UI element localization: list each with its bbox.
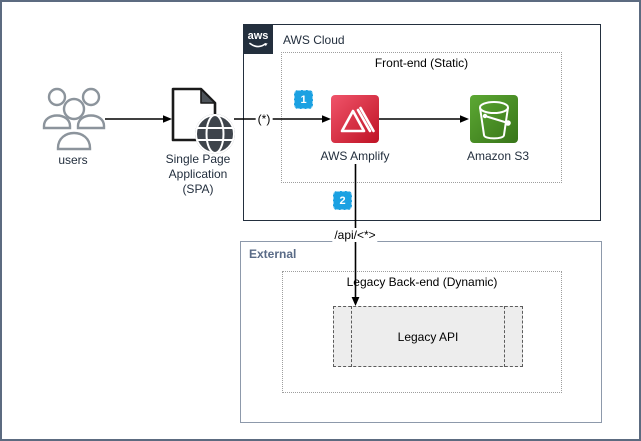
legacy-backend-title: Legacy Back-end (Dynamic) <box>346 275 498 289</box>
process-bar-right <box>504 306 505 367</box>
edge-label-api-route: /api/<*> <box>332 228 378 242</box>
users-node <box>40 86 108 157</box>
spa-node <box>170 86 238 163</box>
legacy-backend-group: Legacy Back-end (Dynamic) <box>282 271 562 393</box>
step-2-badge: 2 <box>333 191 352 210</box>
aws-cloud-group: aws AWS Cloud <box>243 24 601 221</box>
spa-label: Single Page Application (SPA) <box>166 152 231 197</box>
front-end-group: Front-end (Static) <box>281 52 562 183</box>
users-icon <box>42 87 106 151</box>
users-label: users <box>58 153 88 167</box>
front-end-title: Front-end (Static) <box>374 56 469 70</box>
svg-text:aws: aws <box>248 30 269 42</box>
external-title: External <box>249 247 297 261</box>
aws-amplify-icon <box>340 106 375 133</box>
amplify-label: AWS Amplify <box>320 149 390 163</box>
spa-label-line2: Application <box>168 167 228 181</box>
aws-cloud-title: AWS Cloud <box>283 33 345 47</box>
amazon-s3-bucket-icon <box>479 101 511 140</box>
external-group: External <box>240 241 602 423</box>
spa-label-line1: Single Page <box>165 152 231 166</box>
legacy-api-node: Legacy API <box>333 306 523 367</box>
legacy-api-label: Legacy API <box>397 329 459 344</box>
spa-document-globe-icon <box>171 87 235 154</box>
edge-label-star: (*) <box>255 112 273 126</box>
s3-node <box>470 95 518 143</box>
aws-logo-icon: aws <box>243 24 273 54</box>
amplify-node <box>331 95 379 143</box>
spa-label-line3: (SPA) <box>182 182 214 196</box>
process-bar-left <box>351 306 352 367</box>
s3-label: Amazon S3 <box>466 149 530 163</box>
step-1-badge: 1 <box>294 90 313 109</box>
